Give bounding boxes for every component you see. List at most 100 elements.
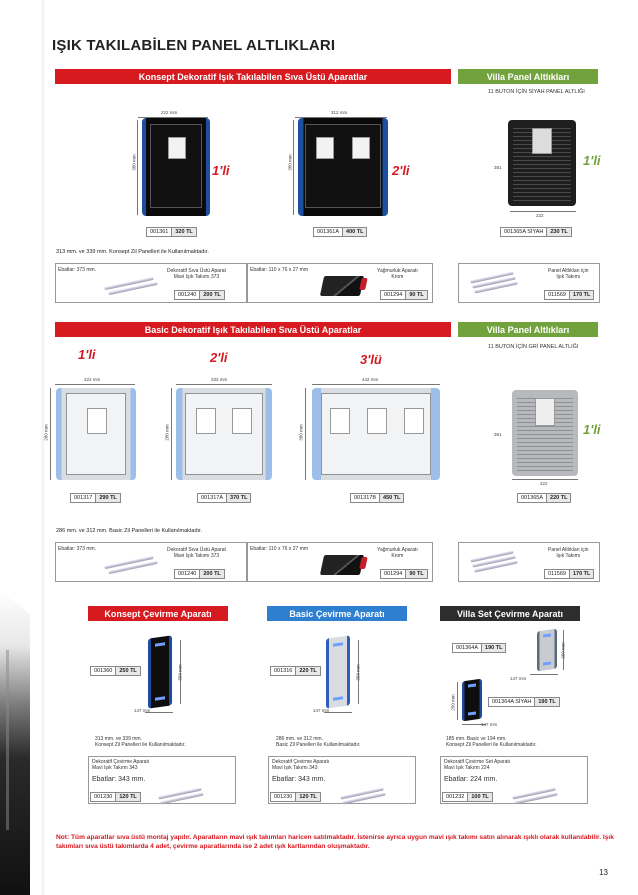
dimension-line <box>180 640 181 704</box>
product-code: 001365A SİYAH <box>501 228 548 236</box>
side-decoration-image <box>0 590 30 895</box>
product-code: 001317 <box>71 494 97 502</box>
dimension-line <box>457 682 458 720</box>
rotator-image-basic <box>326 635 350 709</box>
dimension-width: 147 mm <box>510 676 527 681</box>
section-header-basic-rotator: Basic Çevirme Aparatı <box>267 606 407 621</box>
dimension-height: 358 mm <box>355 664 361 681</box>
product-code-price: 001361 320 TL <box>146 227 197 237</box>
product-code-price: 001230 120 TL <box>90 792 141 802</box>
rotator-kit-name: Dekoratif Çevirme Set Aparatı Mavi Işık … <box>444 759 511 772</box>
accessory-size: Ebatlar: 110 x 76 x 27 mm <box>250 267 308 273</box>
dimension-line <box>293 120 294 215</box>
product-price: 220 TL <box>547 494 571 502</box>
dimension-line <box>171 388 172 480</box>
dimension-line <box>295 117 387 118</box>
product-code: 001361 <box>147 228 173 236</box>
villa-subtitle-1: 11 BUTON İÇİN SİYAH PANEL ALTLIĞI <box>488 89 585 95</box>
product-code-price: 001365A SİYAH 230 TL <box>500 227 572 237</box>
dimension-width: 147 mm <box>481 722 498 727</box>
product-code-price: 011569 170 TL <box>544 290 595 300</box>
dimension-height: 380 mm <box>287 154 293 171</box>
product-code-price: 011569 170 TL <box>544 569 595 579</box>
badge-double: 2'li <box>210 350 228 365</box>
dimension-line <box>358 640 359 704</box>
product-code-price: 001232 100 TL <box>442 792 493 802</box>
product-code: 001360 <box>91 667 117 675</box>
badge-single: 1'li <box>583 153 601 168</box>
dimension-width: 442 mm <box>362 377 379 382</box>
product-code: 001365A <box>518 494 548 502</box>
accessory-name: Yağmurluk Aparatı Krom <box>377 268 418 281</box>
product-price: 90 TL <box>406 570 427 578</box>
product-code: 001364A <box>453 644 483 652</box>
rotator-image-villa-black <box>462 678 482 722</box>
product-price: 230 TL <box>547 228 571 236</box>
dimension-line <box>55 384 135 385</box>
product-price: 90 TL <box>406 291 427 299</box>
dimension-height: 250 mm <box>560 642 566 659</box>
product-code: 001294 <box>381 291 407 299</box>
row1-note: 313 mm. ve 339 mm. Konsept Zil Panelleri… <box>56 249 209 255</box>
accessory-size: Ebatlar: 373 mm. <box>58 267 97 273</box>
product-code-price: 001316 220 TL <box>270 666 321 676</box>
product-code: 001230 <box>271 793 297 801</box>
panel-image-basic-2 <box>176 388 272 480</box>
product-code-price: 001317 290 TL <box>70 493 121 503</box>
dimension-line <box>176 384 272 385</box>
row2-note: 286 mm. ve 312 mm. Basic Zil Panelleri i… <box>56 528 203 534</box>
product-code-price: 001294 90 TL <box>380 569 428 579</box>
accessory-name: Panel Altlıkları için Işık Takımı <box>548 268 589 281</box>
accessory-name: Dekoratif Sıva Üstü Aparat Mavi Işık Tak… <box>167 268 226 281</box>
dimension-height: 358 mm <box>177 664 183 681</box>
product-price: 320 TL <box>172 228 196 236</box>
product-price: 170 TL <box>569 291 594 299</box>
product-price: 220 TL <box>296 667 320 675</box>
product-code-price: 001294 90 TL <box>380 290 428 300</box>
product-price: 370 TL <box>227 494 251 502</box>
dimension-line <box>50 388 51 480</box>
product-code: 001240 <box>175 291 201 299</box>
dimension-line <box>563 630 564 670</box>
product-code-price: 001240 200 TL <box>174 290 225 300</box>
product-code-price: 001317A 370 TL <box>197 493 252 503</box>
product-code-price: 001364A 190 TL <box>452 643 507 653</box>
product-price: 250 TL <box>116 667 140 675</box>
rotator-note: 185 mm. Basic ve 194 mm. Konsept Zil Pan… <box>446 736 537 749</box>
bottom-note-label: Not: <box>56 834 70 841</box>
rotator-image-villa-grey <box>537 628 557 672</box>
section-header-konsept-surface: Konsept Dekoratif Işık Takılabilen Sıva … <box>55 69 451 84</box>
product-price: 290 TL <box>96 494 120 502</box>
dimension-height: 381 <box>494 432 502 437</box>
product-code: 001240 <box>175 570 201 578</box>
dimension-line <box>462 724 486 725</box>
dimension-height: 250 mm <box>450 694 456 711</box>
product-code-price: 001240 200 TL <box>174 569 225 579</box>
badge-single: 1'li <box>78 347 96 362</box>
product-price: 200 TL <box>200 570 224 578</box>
product-code-price: 001361A 400 TL <box>313 227 368 237</box>
product-price: 170 TL <box>569 570 594 578</box>
dimension-width: 147 mm <box>313 708 330 713</box>
product-code: 001232 <box>443 793 469 801</box>
rotator-kit-name: Dekoratif Çevirme Aparatı Mavi Işık Takı… <box>272 759 330 772</box>
product-price: 400 TL <box>343 228 367 236</box>
product-code: 011569 <box>545 291 570 299</box>
rotator-kit-size: Ebatlar: 343 mm. <box>272 776 326 783</box>
product-code: 001317B <box>351 494 381 502</box>
cover-image <box>319 555 365 575</box>
product-code: 001364A SİYAH <box>489 698 536 706</box>
rotator-image-konsept <box>148 635 172 709</box>
dimension-height: 380 mm <box>298 424 304 441</box>
dimension-width: 332 mm <box>211 377 228 382</box>
panel-image-konsept-1 <box>142 118 210 216</box>
bottom-note-text: Tüm aparatlar sıva üstü montaj yapılır. … <box>56 834 614 850</box>
product-code-price: 001365A 220 TL <box>517 493 572 503</box>
dimension-line <box>312 384 440 385</box>
product-code: 001230 <box>91 793 117 801</box>
product-code: 001361A <box>314 228 344 236</box>
rotator-note: 313 mm. ve 339 mm. Konsept Zil Panelleri… <box>95 736 186 749</box>
rotator-kit-name: Dekoratif Çevirme Aparatı Mavi Işık Takı… <box>92 759 150 772</box>
section-header-basic-surface: Basic Dekoratif Işık Takılabilen Sıva Üs… <box>55 322 451 337</box>
rotator-note: 286 mm. ve 312 mm. Basic Zil Panelleri i… <box>276 736 361 749</box>
